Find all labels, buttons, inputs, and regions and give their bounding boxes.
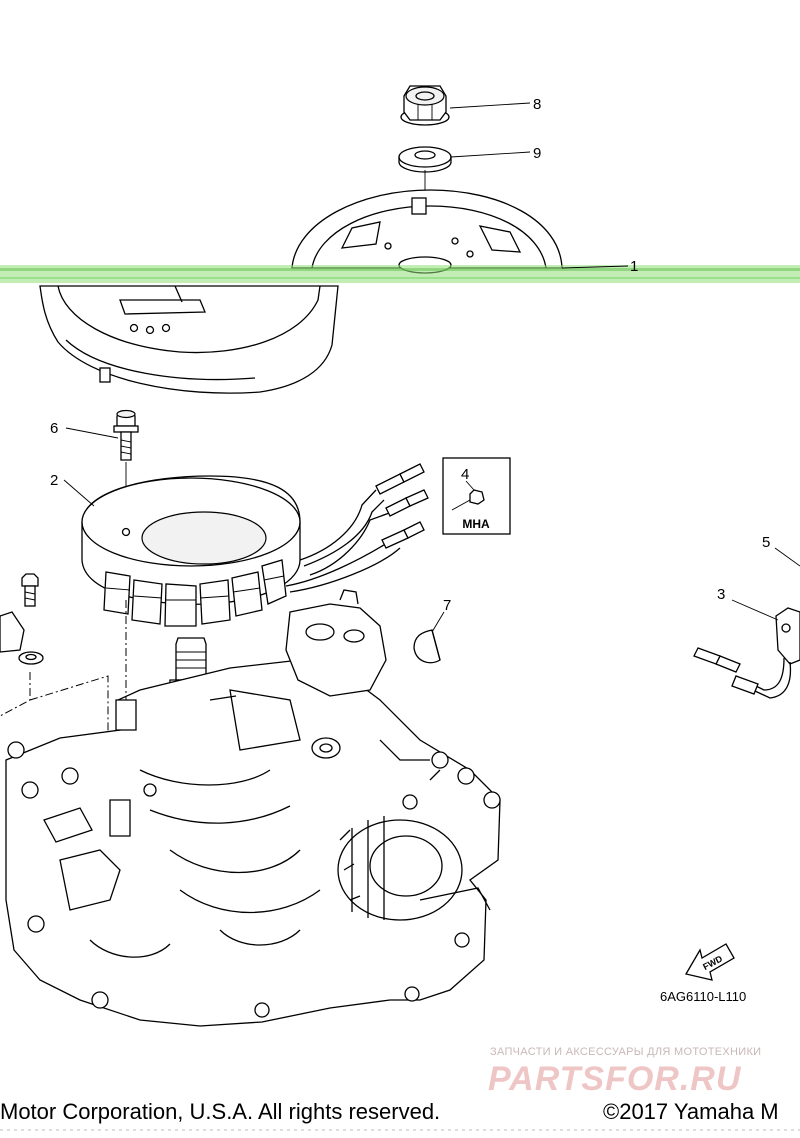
mha-variant-box xyxy=(442,457,511,535)
pulser-coil-part xyxy=(693,607,800,699)
stator-coil-part xyxy=(81,463,429,627)
woodruff-key-part xyxy=(413,629,441,664)
rights-text: Motor Corporation, U.S.A. All rights res… xyxy=(0,1099,440,1124)
left-bracket-part xyxy=(0,573,109,800)
mha-label: MHA xyxy=(462,517,490,531)
callout-7: 7 xyxy=(443,597,451,614)
forward-direction-arrow: FWD xyxy=(684,943,735,981)
watermark-brand: PARTSFOR.RU xyxy=(488,1060,742,1098)
callout-3: 3 xyxy=(717,586,725,603)
copyright-text: ©2017 Yamaha M xyxy=(603,1099,779,1124)
callout-numbers: 8 9 1 6 2 4 7 5 3 MHA xyxy=(50,96,770,614)
power-head-block xyxy=(5,589,501,1027)
callout-6: 6 xyxy=(50,420,58,437)
callout-2: 2 xyxy=(50,472,58,489)
washer-part xyxy=(398,146,452,173)
flange-nut-part xyxy=(400,85,450,126)
scan-artifact-band xyxy=(0,265,800,283)
callout-1: 1 xyxy=(630,258,638,275)
copyright-footer: Motor Corporation, U.S.A. All rights res… xyxy=(0,1099,800,1131)
callout-8: 8 xyxy=(533,96,541,113)
callout-5: 5 xyxy=(762,534,770,551)
flywheel-rotor-bottom xyxy=(39,285,339,394)
leader-lines xyxy=(63,102,800,633)
callout-4: 4 xyxy=(461,466,469,483)
watermark-tagline: ЗАПЧАСТИ И АКСЕССУАРЫ ДЛЯ МОТОТЕХНИКИ xyxy=(490,1046,761,1058)
callout-9: 9 xyxy=(533,145,541,162)
partsfor-watermark: ЗАПЧАСТИ И АКСЕССУАРЫ ДЛЯ МОТОТЕХНИКИ PA… xyxy=(488,1046,761,1098)
flywheel-rotor-top xyxy=(291,189,563,274)
diagram-code: 6AG6110-L110 xyxy=(660,989,746,1004)
